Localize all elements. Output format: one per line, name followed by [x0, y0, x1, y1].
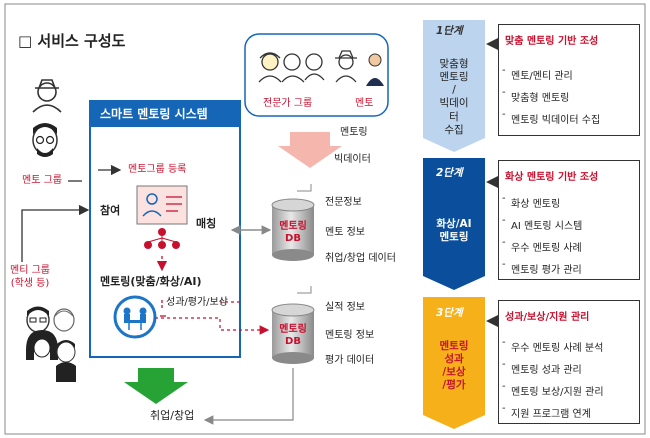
stage-3-item: 지원 프로그램 연계 — [511, 409, 591, 420]
profile-card-icon — [136, 185, 188, 225]
db2-label: 멘토링 DB — [279, 324, 307, 347]
page-title: □ 서비스 구성도 — [18, 32, 126, 50]
stage-1-item: 맞춤형 멘토링 — [511, 93, 570, 104]
bigdata-down-arrow — [278, 132, 342, 168]
mentoring-types-label: 멘토링(맞춤/화상/AI) — [100, 275, 202, 288]
flow-bigdata-label: 빅데이터 — [334, 154, 371, 165]
stage-1-text: 맞춤형 멘토링 / 빅데이 터 수집 — [439, 58, 469, 136]
db1-item: 멘토 정보 — [325, 227, 365, 238]
stage-3-text: 멘토링 성과 /보상 /평가 — [439, 340, 469, 392]
db1-label: 멘토링 DB — [279, 221, 307, 244]
flow-mentoring-label: 멘토링 — [340, 127, 368, 138]
stage-2-item: 멘토링 평가 관리 — [511, 265, 582, 276]
mentor-label: 멘토 — [355, 98, 374, 109]
dash: - — [502, 65, 506, 76]
stage-2-shape — [423, 158, 485, 290]
dash: - — [502, 87, 506, 98]
stage-2-detail-box: 화상 멘토링 기반 조성 화상 멘토링 AI 멘토링 시스템 우수 멘토링 사례… — [498, 160, 640, 280]
mentor-group-label: 멘토 그룹 — [22, 175, 62, 186]
dash: - — [502, 403, 506, 414]
matching-label: 매칭 — [196, 217, 217, 230]
dash: - — [502, 381, 506, 392]
participate-arrow — [21, 204, 90, 262]
stage-2-item: 화상 멘토링 — [511, 199, 561, 210]
dash: - — [502, 259, 506, 270]
outcome-arrow — [124, 368, 188, 404]
db1-item: 전문정보 — [325, 197, 362, 208]
stage-1-shape — [423, 20, 485, 152]
stage-2-item: AI 멘토링 시스템 — [511, 221, 583, 232]
stage-3-detail-box: 성과/보상/지원 관리 우수 멘토링 사례 분석 멘토링 성과 관리 멘토링 보… — [498, 300, 640, 424]
dash: - — [502, 337, 506, 348]
expert-group-label: 전문가 그룹 — [263, 98, 313, 109]
person-icon — [32, 79, 62, 113]
dash: - — [502, 359, 506, 370]
stage-3-item: 우수 멘토링 사례 분석 — [511, 343, 604, 354]
mentoring-db-2 — [271, 303, 315, 364]
stage-3-shape — [423, 297, 485, 429]
db2-item: 멘토링 정보 — [325, 330, 375, 341]
meeting-circle-icon — [113, 295, 157, 339]
db2-item: 평가 데이터 — [325, 355, 375, 366]
register-label: 멘토그룹 등록 — [128, 164, 187, 175]
stage-2-item: 우수 멘토링 사례 — [511, 243, 582, 254]
stage-1-step: 1단계 — [436, 25, 463, 37]
stage-2-text: 화상/AI 멘토링 — [436, 218, 472, 244]
outer-frame — [4, 3, 646, 435]
participate-label: 참여 — [100, 204, 121, 217]
dash: - — [502, 193, 506, 204]
dash: - — [502, 109, 506, 120]
mentee-faces-icon — [26, 306, 76, 382]
stage-2-heading: 화상 멘토링 기반 조성 — [505, 172, 599, 183]
stage-2-step: 2단계 — [436, 167, 463, 179]
performance-label: 성과/평가/보상 — [166, 297, 228, 308]
db2-item: 실적 정보 — [325, 302, 365, 313]
stage-3-step: 3단계 — [436, 307, 463, 319]
stage-3-item: 멘토링 보상/지원 관리 — [511, 387, 604, 398]
dash: - — [502, 215, 506, 226]
stage-1-detail-box: 맞춤 멘토링 기반 조성 멘토/멘티 관리 맞춤형 멘토링 멘토링 빅데이터 수… — [498, 24, 640, 136]
outcome-label: 취업/창업 — [150, 409, 195, 422]
stage-3-heading: 성과/보상/지원 관리 — [505, 312, 590, 323]
stage-1-item: 멘토/멘티 관리 — [511, 71, 573, 82]
stage-1-heading: 맞춤 멘토링 기반 조성 — [505, 36, 599, 47]
mentor-face-icon — [32, 123, 58, 157]
mentee-group-label: 멘티 그룹 (학생 등) — [10, 265, 50, 289]
people-network-icon — [144, 228, 180, 249]
performance-arrow — [155, 317, 270, 335]
mentoring-db-1 — [271, 198, 315, 261]
dash: - — [502, 237, 506, 248]
expert-group-icons — [258, 52, 325, 83]
mentor-icons — [335, 50, 384, 86]
system-title: 스마트 멘토링 시스템 — [100, 107, 208, 121]
db1-item: 취업/창업 데이터 — [325, 253, 396, 264]
stage-3-item: 멘토링 성과 관리 — [511, 365, 582, 376]
system-header — [90, 101, 240, 127]
stage-1-item: 멘토링 빅데이터 수집 — [511, 115, 601, 126]
